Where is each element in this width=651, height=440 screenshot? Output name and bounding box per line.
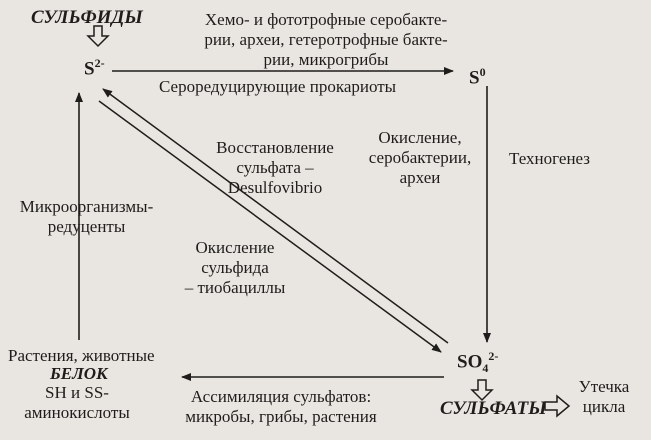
hollow-down-arrow-so4: [470, 379, 494, 402]
top-bacteria-line-3: рии, микрогрибы: [263, 50, 389, 69]
assimilation-label: Ассимиляция сульфатов: микробы, грибы, р…: [166, 387, 396, 427]
amino-acids-line-2: аминокислоты: [24, 403, 130, 422]
reducers-label: Микроорганизмы- редуценты: [4, 197, 169, 237]
so4-base: SO: [457, 351, 483, 373]
cycle-leak-label: Утечка цикла: [572, 377, 636, 417]
sulfate-reduction-label: Восстановление сульфата – Desulfovibrio: [190, 138, 360, 198]
protein-label: БЕЛОК: [50, 364, 108, 383]
sulfur-reducing-label: Сероредуцирующие прокариоты: [159, 77, 397, 96]
cycle-leak-line-2: цикла: [582, 397, 626, 416]
plants-animals-label: Растения, животные: [8, 346, 155, 365]
so4-index: 4: [482, 361, 489, 376]
hollow-down-arrow-sulfides: [86, 25, 110, 48]
s0-node: S0: [469, 62, 486, 88]
oxidation-line-3: археи: [399, 168, 441, 187]
sulfide-oxidation-line-3: – тиобациллы: [184, 278, 286, 297]
sulfides-label: СУЛЬФИДЫ: [31, 7, 143, 28]
assimilation-line-2: микробы, грибы, растения: [185, 407, 377, 426]
sulfide-oxidation-line-1: Окисление: [195, 238, 275, 257]
top-bacteria-label: Хемо- и фототрофные серобакте- рии, архе…: [166, 10, 486, 70]
technogenesis-label: Техногенез: [509, 149, 591, 168]
oxidation-label: Окисление, серобактерии, археи: [360, 128, 480, 188]
hollow-right-arrow-leak: [544, 394, 571, 418]
top-bacteria-line-1: Хемо- и фототрофные серобакте-: [204, 10, 448, 29]
sulfate-reduction-line-1: Восстановление: [216, 138, 334, 157]
top-bacteria-line-2: рии, археи, гетеротрофные бакте-: [204, 30, 448, 49]
reducers-line-1: Микроорганизмы-: [19, 197, 154, 216]
oxidation-line-2: серобактерии,: [368, 148, 472, 167]
sulfate-reduction-line-2: сульфата –: [236, 158, 314, 177]
s2-base: S: [84, 58, 95, 80]
arrow-s2-to-so4: [98, 100, 442, 353]
sulfide-oxidation-label: Окисление сульфида – тиобациллы: [175, 238, 295, 298]
s2-node: S2-: [84, 53, 105, 79]
s2-charge: 2-: [94, 56, 105, 70]
so4-charge: 2-: [488, 349, 499, 363]
s0-charge: 0: [479, 65, 486, 79]
arrow-so4-to-s2: [102, 88, 449, 344]
oxidation-line-1: Окисление,: [378, 128, 462, 147]
reducers-line-2: редуценты: [47, 217, 126, 236]
so4-node: SO42-: [457, 346, 498, 378]
sulfates-label: СУЛЬФАТЫ: [440, 398, 547, 419]
sulfate-reduction-line-3: Desulfovibrio: [227, 178, 323, 197]
assimilation-line-1: Ассимиляция сульфатов:: [190, 387, 372, 406]
sulfide-oxidation-line-2: сульфида: [201, 258, 269, 277]
amino-acids-label: SH и SS- аминокислоты: [12, 383, 142, 423]
cycle-leak-line-1: Утечка: [578, 377, 630, 396]
amino-acids-line-1: SH и SS-: [45, 383, 109, 402]
s0-base: S: [469, 67, 480, 89]
